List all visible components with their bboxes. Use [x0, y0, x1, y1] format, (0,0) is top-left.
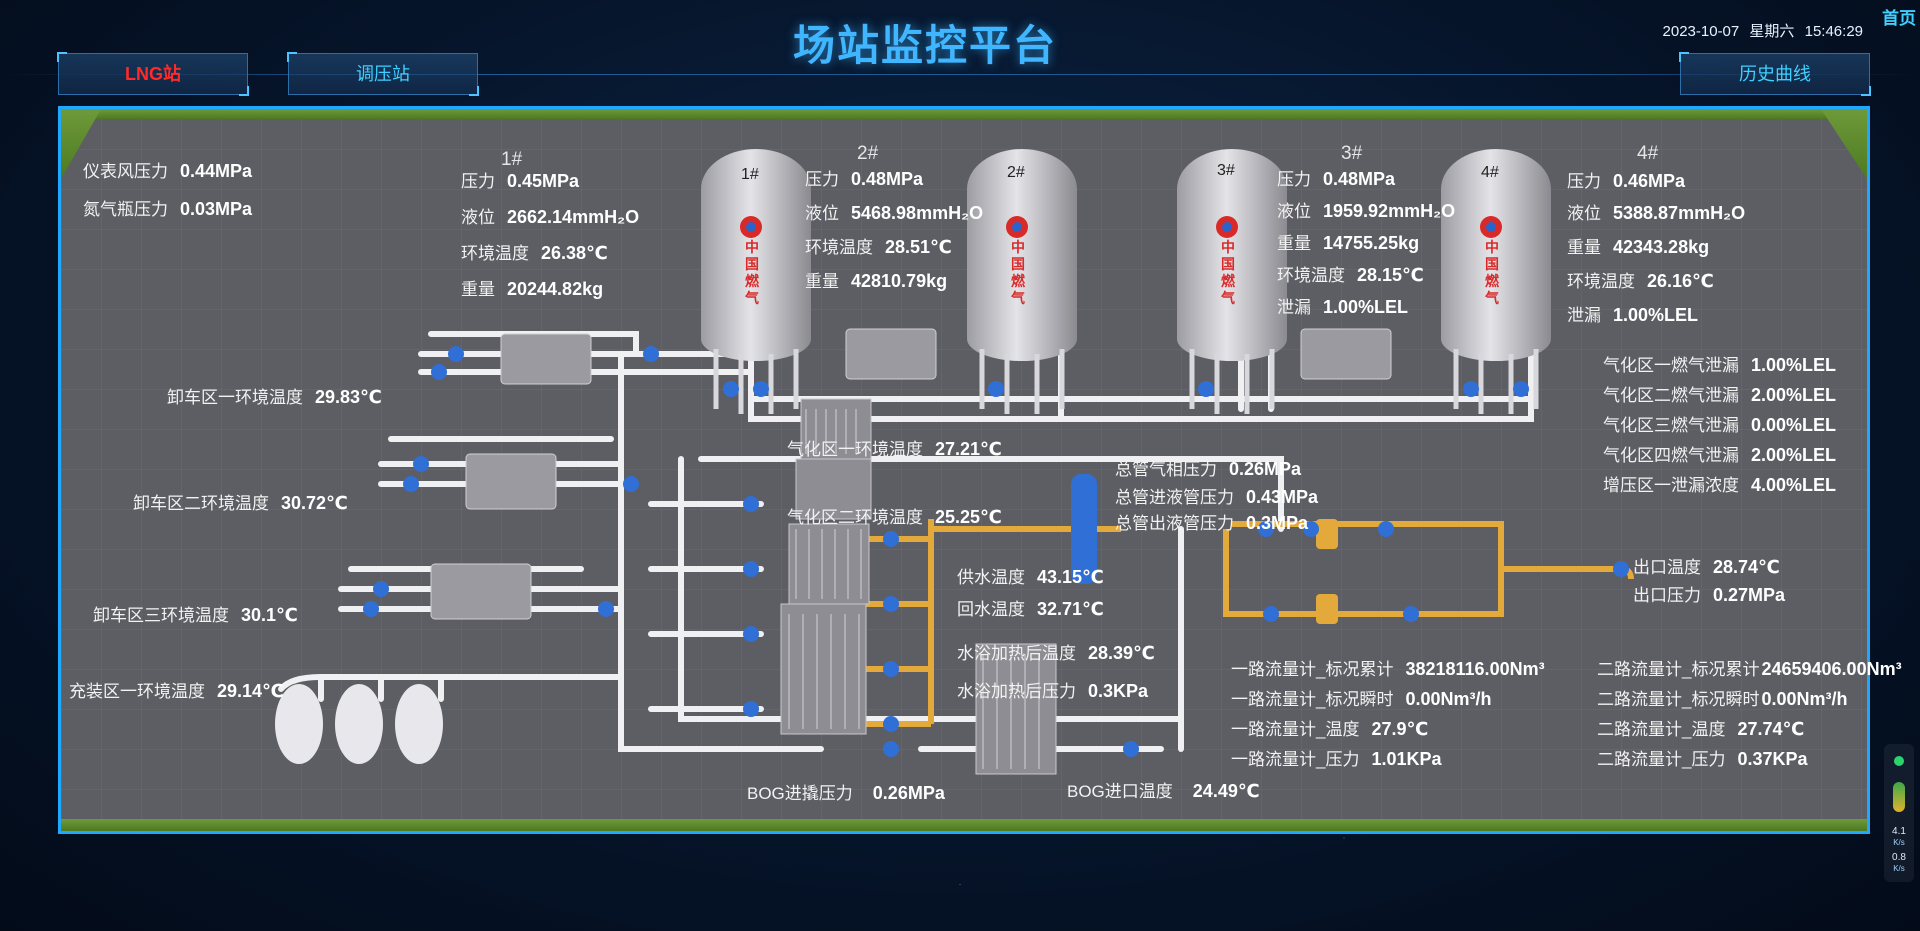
home-link[interactable]: 首页: [1882, 9, 1916, 28]
tank-3-header: 3#: [1341, 143, 1363, 164]
upload-unit: K/s: [1893, 838, 1905, 847]
tank-1-header: 1#: [501, 149, 523, 170]
nav-history-curve[interactable]: 历史曲线: [1679, 52, 1871, 96]
tank-2-face-label: 2#: [1007, 164, 1025, 181]
station-diagram: [61, 109, 1867, 831]
tank-2-header: 2#: [857, 143, 879, 164]
nav-lng-station[interactable]: LNG站: [57, 52, 249, 96]
valves: [363, 346, 1629, 757]
tank-2-logo: 中国燃气: [1011, 239, 1025, 306]
datetime-display: 2023-10-07 星期六 15:46:29: [1657, 20, 1863, 41]
tank-1-face-label: 1#: [741, 166, 759, 183]
tank-4-face-label: 4#: [1481, 164, 1499, 181]
booster-column: [1071, 474, 1097, 584]
tank-4-header: 4#: [1637, 143, 1659, 164]
regulator-drum-2: [1316, 594, 1338, 624]
heat-exchangers: [430, 328, 1392, 620]
grass-bottom: [61, 819, 1867, 831]
download-speed: 0.8: [1892, 852, 1906, 863]
upload-speed: 4.1: [1892, 826, 1906, 837]
weekday-text: 星期六: [1749, 23, 1795, 40]
grass-top: [61, 109, 1867, 119]
nav-pressure-station[interactable]: 调压站: [287, 52, 479, 96]
station-scene: 1# 2# 3# 4# 中国燃气 中国燃气 中国燃气 中国燃气 1# 2# 3#…: [58, 106, 1902, 834]
tank-4-logo: 中国燃气: [1485, 239, 1499, 306]
tank-3-logo: 中国燃气: [1221, 239, 1235, 306]
header-divider: [0, 74, 1920, 75]
storage-tanks: [701, 149, 1551, 414]
tank-3-face-label: 3#: [1217, 162, 1235, 179]
download-unit: K/s: [1893, 864, 1905, 873]
date-text: 2023-10-07: [1662, 23, 1740, 40]
network-speed-widget[interactable]: 4.1 K/s 0.8 K/s: [1884, 744, 1914, 882]
status-dot-icon: [1894, 756, 1904, 766]
regulator-drum-1: [1316, 519, 1338, 549]
time-text: 15:46:29: [1804, 23, 1863, 40]
tank-logo-marks: [740, 216, 1502, 238]
usage-bar-icon: [1893, 782, 1905, 812]
page-title: 场站监控平台: [792, 21, 1057, 70]
tank-1-logo: 中国燃气: [745, 239, 759, 306]
filling-cylinders: [275, 684, 443, 764]
vaporizer-fins: [780, 398, 1057, 775]
